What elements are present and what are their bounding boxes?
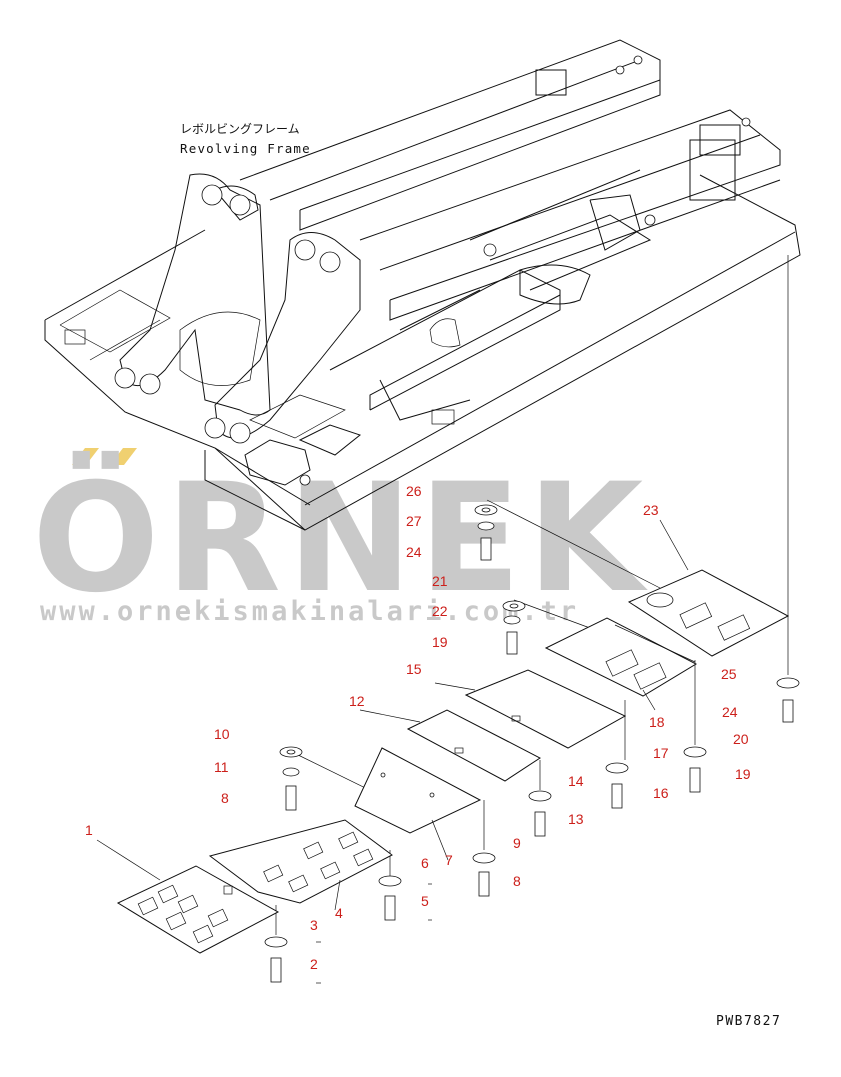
callout-8-right: 8 (513, 873, 521, 889)
hardware (264, 504, 800, 983)
plate-12 (406, 709, 541, 782)
callout-22: 22 (432, 603, 448, 619)
part-callouts: 26 27 24 23 21 22 19 15 25 12 18 24 20 1… (85, 483, 751, 972)
callout-23: 23 (643, 502, 659, 518)
callout-24-upper: 24 (406, 544, 422, 560)
callout-11: 11 (214, 759, 229, 775)
plate-4 (208, 819, 393, 904)
callout-17: 17 (653, 745, 669, 761)
callout-4: 4 (335, 905, 343, 921)
watermark-accent-right (110, 448, 137, 465)
callout-18: 18 (649, 714, 665, 730)
plate-1 (116, 865, 280, 954)
callout-14: 14 (568, 773, 584, 789)
callout-1: 1 (85, 822, 93, 838)
drawing-code: PWB7827 (716, 1014, 781, 1029)
callout-12: 12 (349, 693, 365, 709)
callout-6: 6 (421, 855, 429, 871)
callout-3: 3 (310, 917, 318, 933)
plate-18 (544, 617, 698, 697)
callout-2: 2 (310, 956, 318, 972)
plate-15 (464, 669, 627, 749)
callout-27: 27 (406, 513, 422, 529)
callout-16: 16 (653, 785, 669, 801)
callout-19-right: 19 (735, 766, 751, 782)
callout-25: 25 (721, 666, 737, 682)
callout-dashes (316, 883, 432, 984)
watermark: ÖRNEK www.ornekismakinalari.com.tr (32, 448, 649, 627)
callout-26: 26 (406, 483, 422, 499)
revolving-frame-drawing (44, 39, 801, 531)
callout-7: 7 (445, 852, 453, 868)
callout-leaders (96, 519, 689, 911)
callout-9: 9 (513, 835, 521, 851)
callout-13: 13 (568, 811, 584, 827)
callout-5: 5 (421, 893, 429, 909)
plate-7 (354, 747, 482, 834)
plate-23 (627, 569, 790, 657)
callout-20: 20 (733, 731, 749, 747)
callout-24-lower: 24 (722, 704, 738, 720)
callout-10: 10 (214, 726, 230, 742)
watermark-accent-left (72, 448, 99, 465)
callout-19-left: 19 (432, 634, 448, 650)
frame-label-japanese: レボルビングフレーム (180, 122, 300, 136)
watermark-url: www.ornekismakinalari.com.tr (40, 596, 579, 627)
frame-label-english: Revolving Frame (180, 141, 311, 156)
callout-15: 15 (406, 661, 422, 677)
callout-21: 21 (432, 573, 448, 589)
watermark-brand: ÖRNEK (32, 450, 649, 626)
callout-8-left: 8 (221, 790, 229, 806)
